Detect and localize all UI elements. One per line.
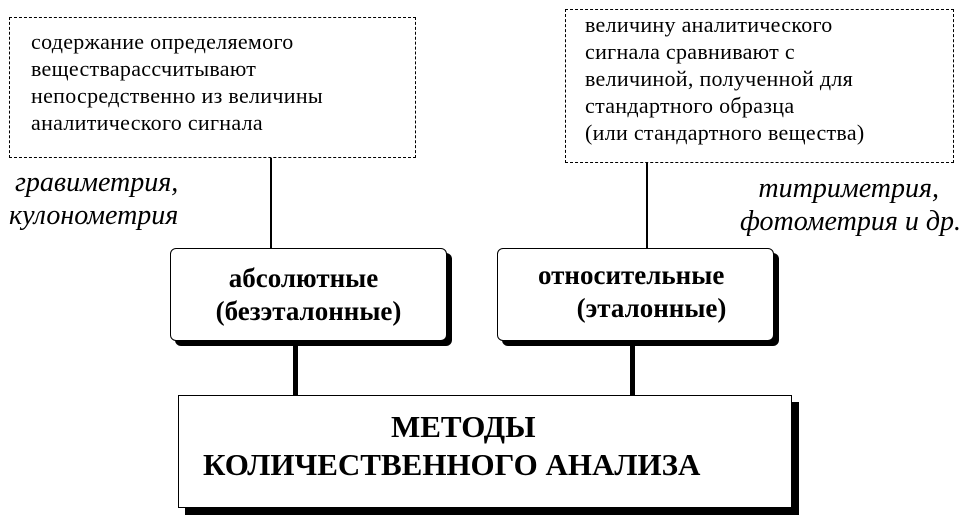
root-subtitle: КОЛИЧЕСТВЕННОГО АНАЛИЗА bbox=[203, 447, 701, 482]
note-line: сигнала сравнивают с bbox=[585, 39, 795, 64]
connector-absolute-root bbox=[293, 344, 298, 396]
node-subtitle: (безэталонные) bbox=[215, 296, 402, 326]
note-line: содержание определяемого bbox=[31, 29, 294, 54]
note-line: стандартного образца bbox=[585, 93, 795, 118]
example-line: титриметрия, bbox=[758, 173, 939, 204]
note-line: (или стандартного вещества) bbox=[585, 120, 865, 145]
note-line: аналитического сигнала bbox=[31, 110, 263, 135]
absolute-examples: гравиметрия, кулонометрия bbox=[9, 166, 178, 232]
quantitative-analysis-root: МЕТОДЫ КОЛИЧЕСТВЕННОГО АНАЛИЗА bbox=[178, 395, 792, 508]
note-line: величину аналитического bbox=[585, 12, 833, 37]
connector-left-note bbox=[270, 157, 272, 249]
relative-methods-node: относительные (эталонные) bbox=[497, 248, 774, 341]
connector-right-note bbox=[646, 163, 648, 249]
root-title: МЕТОДЫ bbox=[391, 409, 536, 444]
node-title: относительные bbox=[538, 260, 725, 290]
relative-examples: титриметрия, фотометрия и др. bbox=[740, 172, 961, 238]
example-line: кулонометрия bbox=[9, 200, 179, 231]
relative-definition-note: величину аналитического сигнала сравнива… bbox=[565, 9, 954, 163]
note-line: величиной, полученной для bbox=[585, 66, 854, 91]
absolute-methods-node: абсолютные (безэталонные) bbox=[170, 248, 447, 341]
connector-relative-root bbox=[630, 344, 635, 396]
example-line: фотометрия и др. bbox=[740, 206, 961, 237]
note-line: непосредственно из величины bbox=[31, 83, 323, 108]
node-title: абсолютные bbox=[228, 263, 379, 293]
absolute-definition-note: содержание определяемого веществарассчит… bbox=[9, 17, 416, 158]
note-line: веществарассчитывают bbox=[31, 56, 257, 81]
example-line: гравиметрия, bbox=[15, 167, 179, 198]
node-subtitle: (эталонные) bbox=[576, 293, 727, 323]
